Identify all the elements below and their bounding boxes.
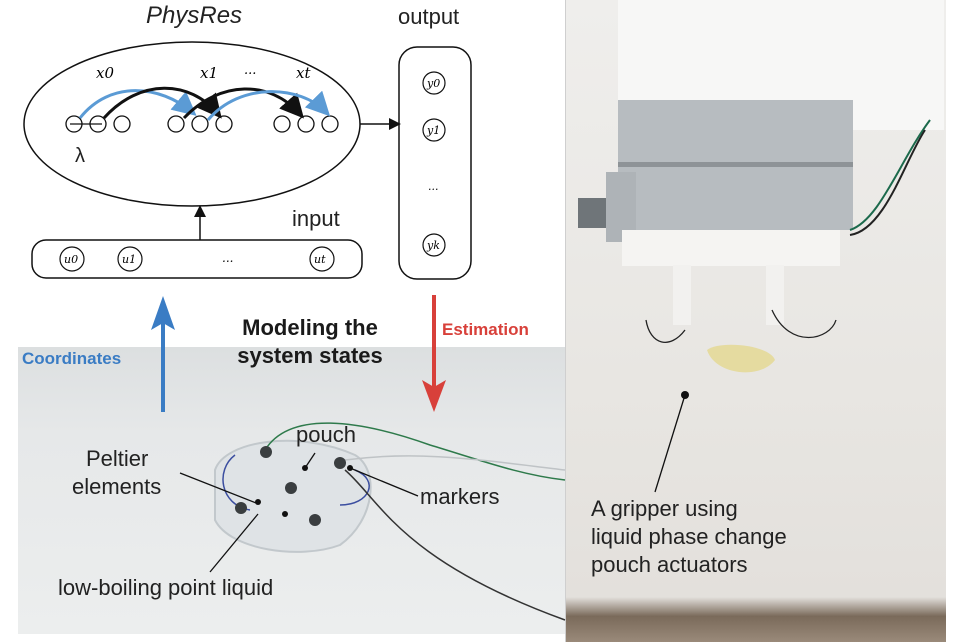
markers-leader — [349, 467, 419, 497]
gripper-caption-1: A gripper using — [591, 496, 738, 521]
state-ellipsis: ... — [244, 63, 256, 78]
state-xt: xt — [296, 64, 311, 82]
markers-label: markers — [420, 484, 500, 509]
output-ellipsis: ... — [428, 180, 439, 193]
peltier-label-1: Peltier — [86, 446, 149, 471]
output-box — [398, 46, 472, 280]
blue-arc-1 — [78, 89, 197, 119]
center-title-line2: system states — [237, 343, 383, 368]
gripper-caption-3: pouch actuators — [591, 552, 748, 577]
input-ellipsis: ... — [222, 251, 233, 265]
center-title-line1: Modeling the — [242, 315, 378, 340]
input-box — [31, 239, 363, 279]
reservoir-nodes — [65, 115, 339, 133]
coordinates-label: Coordinates — [22, 349, 122, 368]
blue-arc-2 — [206, 90, 331, 121]
gripper-leader — [654, 394, 686, 493]
input-label: input — [292, 206, 340, 231]
pouch-label: pouch — [296, 422, 356, 447]
output-label: output — [398, 4, 460, 29]
input-u1: u1 — [122, 253, 136, 266]
output-y0: y0 — [426, 77, 440, 90]
liquid-label: low-boiling point liquid — [58, 575, 274, 600]
input-u0: u0 — [64, 253, 78, 266]
state-x0: x0 — [96, 64, 114, 82]
peltier-leader — [179, 472, 257, 504]
state-x1: x1 — [200, 64, 218, 82]
black-arc-2 — [182, 87, 304, 120]
reservoir-title: PhysRes — [146, 2, 243, 29]
output-y1: y1 — [426, 124, 440, 137]
liquid-leader — [209, 513, 259, 573]
gripper-caption-2: liquid phase change — [591, 524, 787, 549]
estimation-arrowhead — [422, 380, 446, 412]
lambda-label: λ — [75, 145, 85, 167]
gripper — [578, 0, 944, 399]
output-yk: yk — [426, 239, 440, 252]
input-ut: ut — [314, 253, 326, 266]
coordinates-arrowhead — [151, 296, 175, 330]
estimation-label: Estimation — [442, 320, 529, 339]
pouch-leader — [304, 452, 316, 469]
black-arc-1 — [102, 86, 222, 120]
peltier-label-2: elements — [72, 474, 162, 499]
